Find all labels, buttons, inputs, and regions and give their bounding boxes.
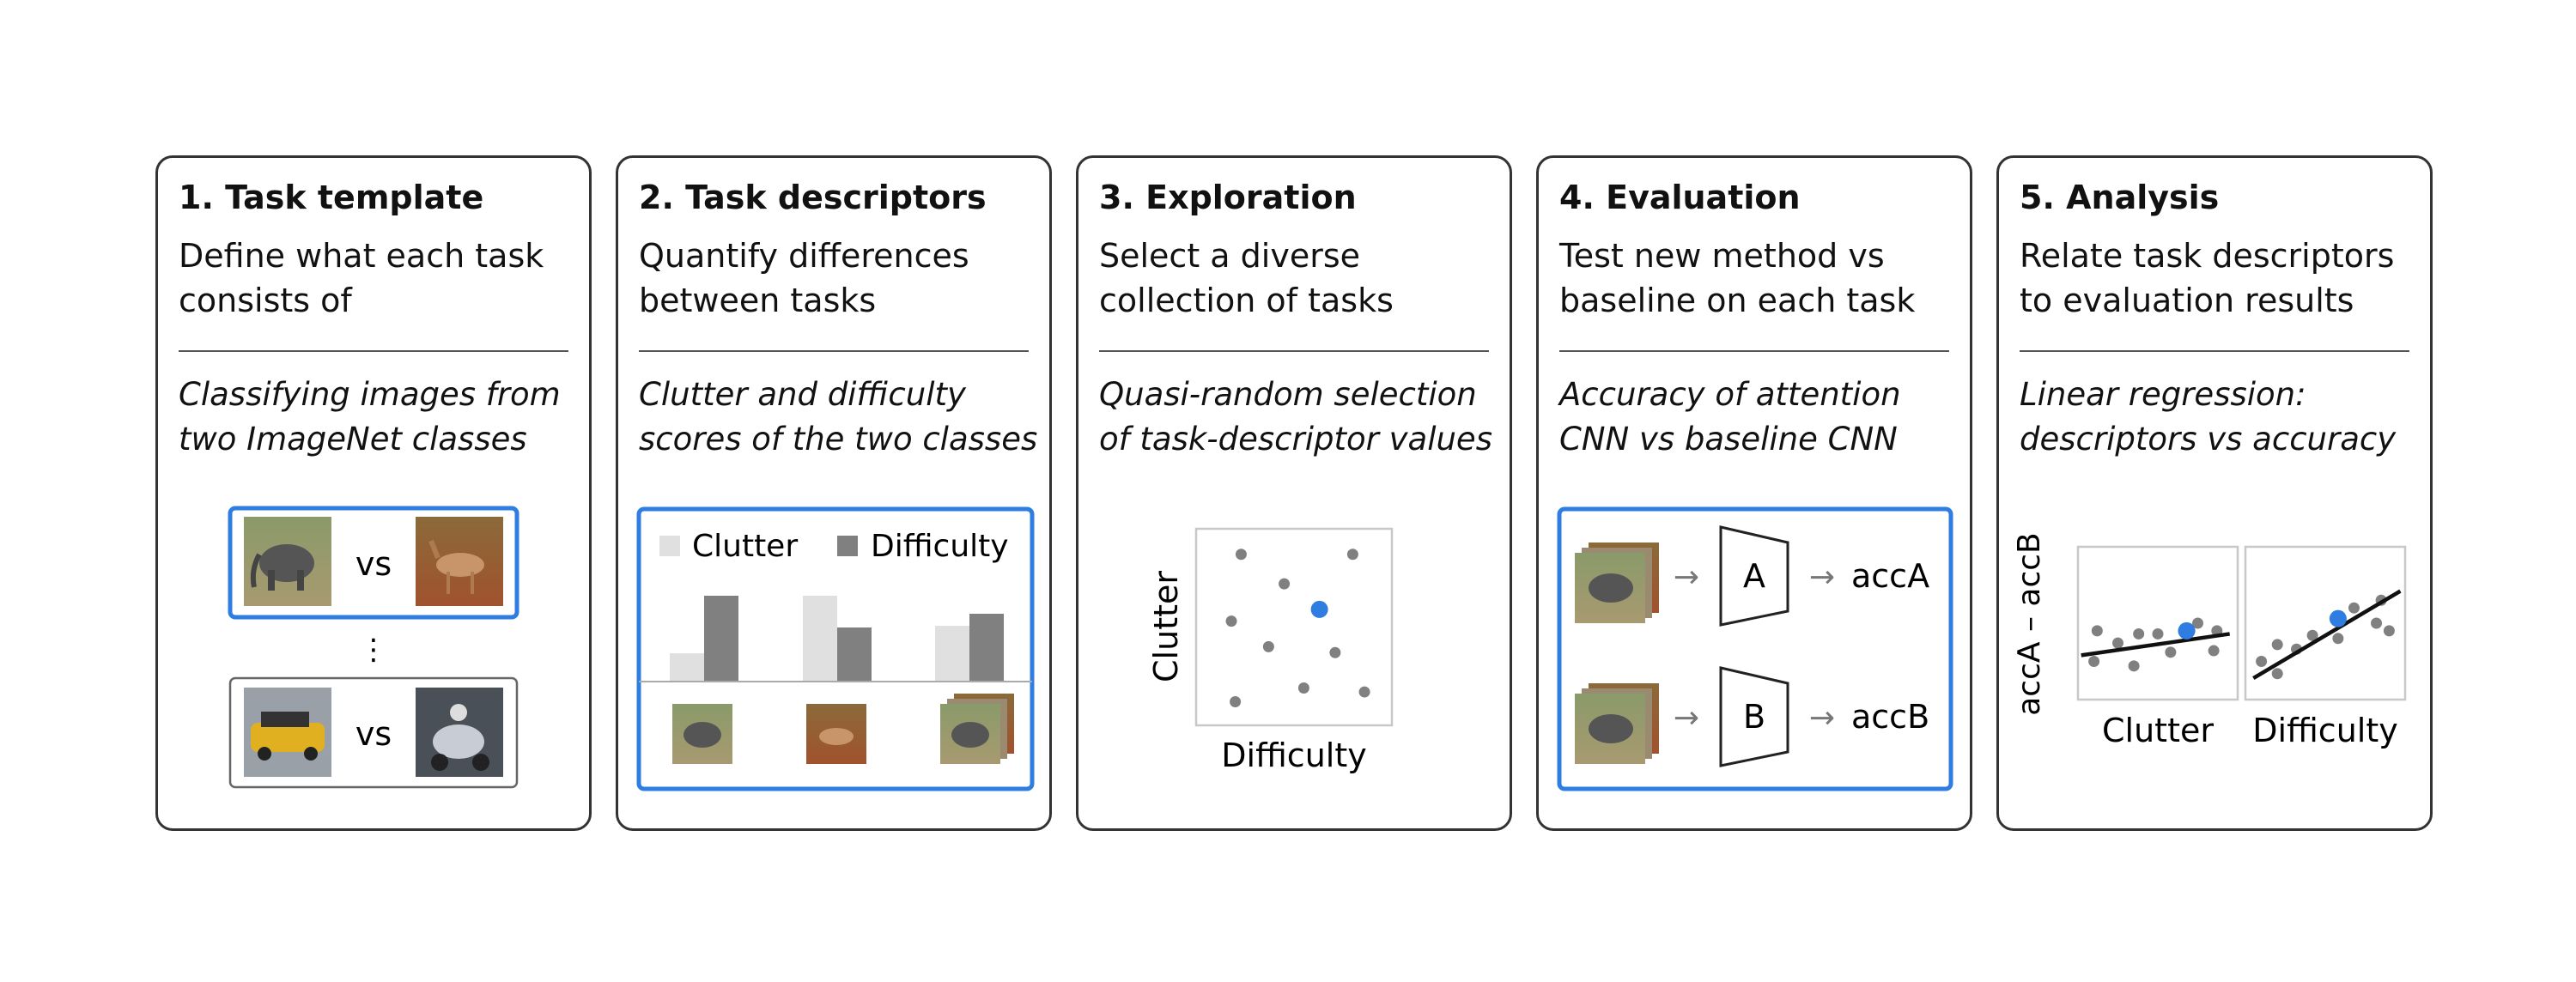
step-method: Quasi-random selection of task-descripto… — [1099, 376, 1492, 458]
arrow-icon: → — [1674, 700, 1699, 736]
scatter-point — [2165, 646, 2177, 658]
bar-clutter — [803, 596, 837, 682]
step-method: Classifying images from two ImageNet cla… — [179, 376, 561, 458]
step-title: 4. Evaluation — [1559, 179, 1801, 216]
scatter-point — [2192, 617, 2203, 629]
scatter-point — [2383, 625, 2395, 637]
bar-clutter — [670, 653, 704, 682]
divider — [1099, 350, 1489, 352]
acc-b-label: accB — [1851, 698, 1929, 736]
arrow-icon: → — [1809, 560, 1835, 595]
descriptor-bar-chart: Clutter Difficulty — [636, 506, 1035, 791]
step-title: 2. Task descriptors — [639, 179, 987, 216]
step-card-task-descriptors: 2. Task descriptors Quantify differences… — [616, 155, 1052, 831]
antelope-image — [416, 517, 503, 606]
scatter-point — [2256, 656, 2268, 667]
thumbnail-stack — [940, 694, 1014, 764]
highlighted-point — [2178, 621, 2196, 640]
scatter-point — [2332, 633, 2344, 645]
clutter-plot-frame — [2076, 545, 2239, 701]
bar-difficulty — [969, 614, 1004, 682]
task-template-illustration: vs ⋮ vs — [228, 506, 519, 789]
taxi-image — [244, 688, 331, 777]
step-description: Quantify differences between tasks — [639, 237, 969, 319]
highlighted-point — [1310, 600, 1328, 618]
acc-a-label: accA — [1851, 557, 1929, 595]
divider — [2020, 350, 2409, 352]
exploration-scatter: Difficulty Clutter — [1147, 527, 1394, 774]
divider — [1559, 350, 1949, 352]
step-description: Define what each task consists of — [179, 237, 544, 319]
scatter-point — [2133, 627, 2145, 640]
arrow-icon: → — [1809, 700, 1835, 736]
scatter-point — [1329, 646, 1341, 658]
bar-difficulty — [837, 627, 872, 682]
highlighted-point — [2329, 609, 2347, 627]
model-a-block — [1719, 525, 1789, 627]
scatter-point — [1346, 549, 1358, 561]
scooter-image — [416, 688, 503, 777]
step-description: Select a diverse collection of tasks — [1099, 237, 1394, 319]
step-method: Clutter and difficulty scores of the two… — [639, 376, 1038, 458]
image-stack — [1575, 543, 1659, 623]
bar-clutter — [935, 626, 969, 682]
step-method: Accuracy of attention CNN vs baseline CN… — [1559, 376, 1901, 458]
scatter-point — [2091, 625, 2103, 637]
legend-difficulty-label: Difficulty — [871, 529, 1009, 564]
legend-clutter-swatch — [659, 536, 680, 556]
regression-line — [2081, 632, 2231, 658]
y-axis-label: Clutter — [1147, 571, 1185, 682]
elephant-image — [244, 517, 331, 606]
scatter-point — [2088, 656, 2100, 667]
scatter-point — [1225, 615, 1237, 627]
model-a-label: A — [1743, 557, 1765, 595]
vs-label: vs — [355, 545, 392, 583]
thumbnail-antelope — [806, 704, 866, 764]
scatter-point — [2112, 637, 2123, 649]
vs-label: vs — [355, 715, 392, 753]
scatter-point — [1235, 549, 1247, 561]
image-stack — [1575, 683, 1659, 764]
scatter-point — [1279, 578, 1291, 590]
bar-difficulty — [704, 596, 738, 682]
step-card-task-template: 1. Task template Define what each task c… — [155, 155, 592, 831]
legend-clutter-label: Clutter — [692, 529, 798, 564]
step-title: 3. Exploration — [1099, 179, 1357, 216]
legend-difficulty-swatch — [837, 536, 858, 556]
scatter-point — [1230, 696, 1242, 708]
scatter-point — [2271, 639, 2283, 651]
step-description: Test new method vs baseline on each task — [1559, 237, 1916, 319]
difficulty-x-label: Difficulty — [2252, 712, 2397, 749]
thumbnail-elephant — [672, 704, 732, 764]
scatter-point — [2271, 668, 2283, 680]
step-card-exploration: 3. Exploration Select a diverse collecti… — [1076, 155, 1512, 831]
regression-line — [2252, 589, 2402, 681]
scatter-point — [2348, 602, 2360, 614]
x-axis-label: Difficulty — [1221, 736, 1366, 774]
model-b-label: B — [1743, 698, 1765, 736]
scatter-point — [1262, 640, 1274, 652]
scatter-point — [2306, 629, 2318, 641]
scatter-point — [2371, 617, 2383, 629]
scatter-point — [2152, 627, 2164, 640]
scatter-point — [2128, 660, 2140, 672]
scatter-point — [1358, 686, 1370, 698]
step-description: Relate task descriptors to evaluation re… — [2020, 237, 2395, 319]
scatter-point — [1297, 682, 1309, 694]
divider — [639, 350, 1029, 352]
step-card-evaluation: 4. Evaluation Test new method vs baselin… — [1536, 155, 1972, 831]
ellipsis: ⋮ — [359, 633, 388, 667]
y-axis-label: accA – accB — [2012, 532, 2047, 716]
analysis-regression-plots: accA – accB Clutter Difficulty — [2012, 532, 2407, 749]
divider — [179, 350, 568, 352]
model-b-block — [1719, 666, 1789, 767]
arrow-icon: → — [1674, 560, 1699, 595]
step-title: 5. Analysis — [2020, 179, 2220, 216]
step-card-analysis: 5. Analysis Relate task descriptors to e… — [1996, 155, 2433, 831]
step-title: 1. Task template — [179, 179, 484, 216]
scatter-point — [2208, 645, 2220, 657]
step-method: Linear regression: descriptors vs accura… — [2020, 376, 2397, 458]
clutter-x-label: Clutter — [2102, 712, 2214, 749]
evaluation-diagram: → A → accA → B → accB — [1557, 506, 1953, 791]
